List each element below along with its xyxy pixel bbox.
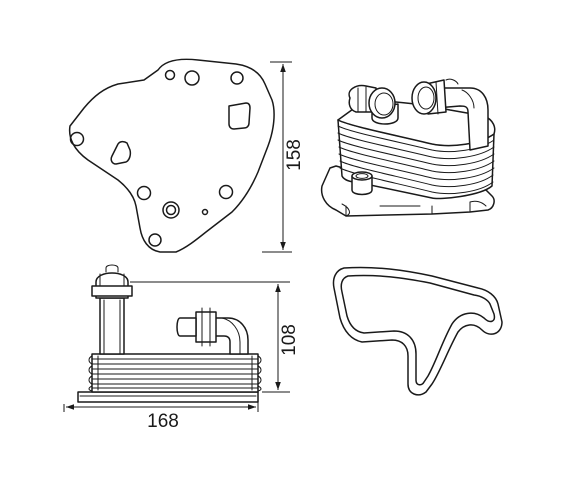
dimension-label-158: 158	[284, 139, 305, 171]
iso-right-elbow-pipe	[411, 78, 489, 151]
dimension-height-side: 108	[130, 281, 300, 393]
oil-cooler-side-view	[77, 264, 262, 403]
pin-hole	[201, 208, 209, 216]
port-outer	[162, 201, 180, 219]
side-fin-stack	[91, 353, 259, 393]
bolt-hole	[230, 71, 244, 85]
bolt-hole	[148, 233, 162, 247]
iso-left-pipe-fitting	[348, 84, 399, 125]
side-elbow-pipe	[176, 307, 249, 355]
gasket-seal	[332, 266, 503, 396]
oil-cooler-isometric	[320, 78, 496, 217]
gasket-inner-edge	[340, 274, 496, 386]
side-base-plate	[77, 391, 259, 403]
side-fins	[88, 355, 262, 392]
oil-port-square	[228, 102, 251, 130]
bolt-hole	[184, 70, 200, 86]
bolt-hole	[164, 69, 176, 81]
iso-drain-port	[351, 171, 373, 196]
gasket-outer-edge	[332, 266, 503, 396]
oil-port-triangle	[110, 140, 132, 165]
dimension-width-side: 168	[63, 402, 259, 432]
port-inner	[165, 204, 177, 216]
bolt-hole	[218, 184, 234, 200]
plate-top-view	[68, 58, 275, 253]
plate-outline	[68, 58, 275, 253]
dimension-height-top: 158	[262, 61, 305, 253]
dimension-label-168: 168	[147, 411, 179, 432]
bolt-hole	[69, 131, 85, 147]
bolt-hole	[136, 185, 152, 201]
side-vertical-pipe	[91, 264, 133, 355]
dimension-label-108: 108	[279, 324, 300, 356]
